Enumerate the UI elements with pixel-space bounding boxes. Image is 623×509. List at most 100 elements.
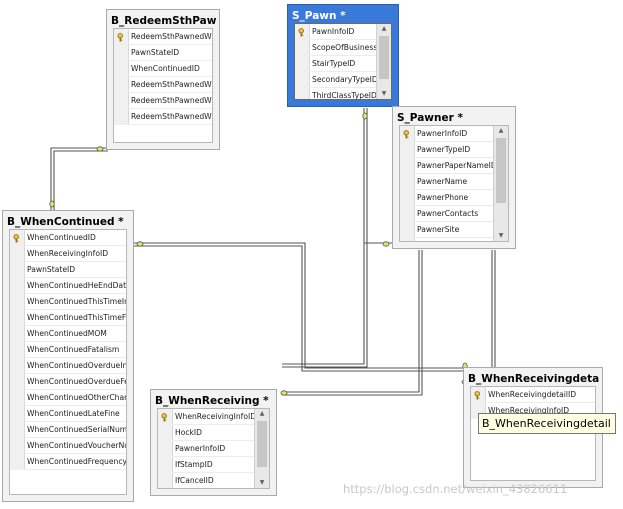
table-title[interactable]: S_Pawn * (292, 10, 346, 22)
column-row[interactable]: ScopeOfBusinessID (295, 40, 377, 56)
row-selector[interactable] (158, 441, 173, 457)
row-selector[interactable] (10, 342, 25, 358)
column-row[interactable]: WhenReceivingInfoID (158, 409, 255, 425)
column-row[interactable]: HockID (158, 425, 255, 441)
column-row[interactable]: WhenContinuedThisTimeFee (10, 310, 126, 326)
column-row[interactable]: PawnerPaperNumber (400, 238, 494, 241)
row-selector[interactable] (158, 425, 173, 441)
row-selector[interactable] (400, 174, 415, 190)
row-selector[interactable] (10, 390, 25, 406)
scrollbar-thumb[interactable] (257, 421, 267, 467)
table-redeem[interactable]: B_RedeemSthPawnedWhenContinuedRedeemSthP… (106, 9, 220, 150)
column-row[interactable]: RedeemSthPawnedWhenContinuedA (114, 77, 212, 93)
row-selector[interactable] (114, 61, 129, 77)
column-row[interactable]: PawnerName (400, 174, 494, 190)
scroll-down-icon[interactable]: ▼ (381, 90, 387, 97)
table-title[interactable]: B_WhenReceivingdetail * (468, 373, 600, 385)
row-selector[interactable] (158, 457, 173, 473)
row-selector[interactable] (10, 422, 25, 438)
scroll-up-icon[interactable]: ▲ (498, 127, 504, 134)
row-selector[interactable] (158, 473, 173, 488)
row-selector[interactable] (400, 190, 415, 206)
row-selector[interactable] (295, 88, 310, 99)
scroll-down-icon[interactable]: ▼ (259, 479, 265, 486)
row-selector[interactable] (10, 374, 25, 390)
row-selector[interactable] (400, 158, 415, 174)
scrollbar-thumb[interactable] (496, 138, 506, 203)
row-selector[interactable] (295, 56, 310, 72)
vertical-scrollbar[interactable]: ▲▼ (376, 24, 391, 99)
column-row[interactable]: WhenContinuedOverdueFee (10, 374, 126, 390)
column-row[interactable]: WhenContinuedLateFine (10, 406, 126, 422)
scrollbar-thumb[interactable] (379, 36, 389, 79)
scroll-up-icon[interactable]: ▲ (381, 25, 387, 32)
column-row[interactable]: WhenContinuedID (114, 61, 212, 77)
row-selector[interactable] (400, 206, 415, 222)
column-row[interactable]: WhenContinuedID (10, 230, 126, 246)
vertical-scrollbar[interactable]: ▲▼ (254, 409, 269, 488)
column-row[interactable]: PawnStateID (10, 262, 126, 278)
table-title[interactable]: B_WhenReceiving * (155, 395, 269, 407)
row-selector[interactable] (114, 77, 129, 93)
column-row[interactable]: WhenContinuedOverdueInterest (10, 358, 126, 374)
table-title[interactable]: B_RedeemSthPawnedWhenContinued (111, 15, 217, 27)
column-row[interactable]: PawnerPaperNameID (400, 158, 494, 174)
row-selector[interactable] (114, 45, 129, 61)
column-row[interactable]: WhenContinuedOtherCharge (10, 390, 126, 406)
column-row[interactable]: PawnerTypeID (400, 142, 494, 158)
table-pawn[interactable]: S_Pawn *PawnInfoIDScopeOfBusinessIDStair… (287, 4, 399, 107)
column-row[interactable]: ThirdClassTypeID (295, 88, 377, 99)
column-row[interactable]: PawnerSite (400, 222, 494, 238)
row-selector[interactable] (10, 262, 25, 278)
column-grid[interactable]: RedeemSthPawnedWhenContinuedIDPawnStateI… (113, 28, 213, 143)
column-row[interactable]: PawnStateID (114, 45, 212, 61)
row-selector[interactable] (114, 109, 129, 125)
column-grid[interactable]: PawnInfoIDScopeOfBusinessIDStairTypeIDSe… (294, 23, 392, 100)
column-row[interactable]: IfCancelID (158, 473, 255, 488)
vertical-scrollbar[interactable]: ▲▼ (493, 126, 508, 241)
column-row[interactable]: WhenContinuedVoucherNo (10, 438, 126, 454)
column-row[interactable]: WhenContinuedFatalism (10, 342, 126, 358)
column-row[interactable]: PawnerContacts (400, 206, 494, 222)
scroll-down-icon[interactable]: ▼ (498, 232, 504, 239)
column-row[interactable]: StairTypeID (295, 56, 377, 72)
row-selector[interactable] (400, 222, 415, 238)
column-row[interactable]: WhenContinuedSerialNumber (10, 422, 126, 438)
column-row[interactable]: WhenContinuedThisTimeInterest (10, 294, 126, 310)
row-selector[interactable] (10, 326, 25, 342)
row-selector[interactable] (295, 40, 310, 56)
column-row[interactable]: SecondaryTypeID (295, 72, 377, 88)
row-selector[interactable] (10, 406, 25, 422)
row-selector[interactable] (10, 294, 25, 310)
table-title[interactable]: S_Pawner * (397, 112, 463, 124)
row-selector[interactable] (10, 246, 25, 262)
row-selector[interactable] (10, 278, 25, 294)
row-selector[interactable] (400, 238, 415, 241)
column-row[interactable]: RedeemSthPawnedWhenContinuedC (114, 109, 212, 125)
column-row[interactable]: RedeemSthPawnedWhenContinuedID (114, 29, 212, 45)
column-row[interactable]: WhenReceivingInfoID (10, 246, 126, 262)
column-row[interactable]: PawnInfoID (295, 24, 377, 40)
column-row[interactable]: WhenContinuedMOM (10, 326, 126, 342)
row-selector[interactable] (10, 358, 25, 374)
column-row[interactable]: PawnerInfoID (158, 441, 255, 457)
column-row[interactable]: WhenContinuedHeEndDate (10, 278, 126, 294)
column-row[interactable]: RedeemSthPawnedWhenContinuedB (114, 93, 212, 109)
row-selector[interactable] (295, 72, 310, 88)
column-row[interactable]: IfStampID (158, 457, 255, 473)
row-selector[interactable] (400, 142, 415, 158)
column-row[interactable]: PawnerPhone (400, 190, 494, 206)
scroll-up-icon[interactable]: ▲ (259, 410, 265, 417)
row-selector[interactable] (10, 454, 25, 470)
column-row[interactable]: PawnerInfoID (400, 126, 494, 142)
column-row[interactable]: WhenContinuedFrequency (10, 454, 126, 470)
table-title[interactable]: B_WhenContinued * (7, 216, 124, 228)
column-row[interactable]: WhenReceivingdetailID (471, 387, 595, 403)
row-selector[interactable] (10, 310, 25, 326)
